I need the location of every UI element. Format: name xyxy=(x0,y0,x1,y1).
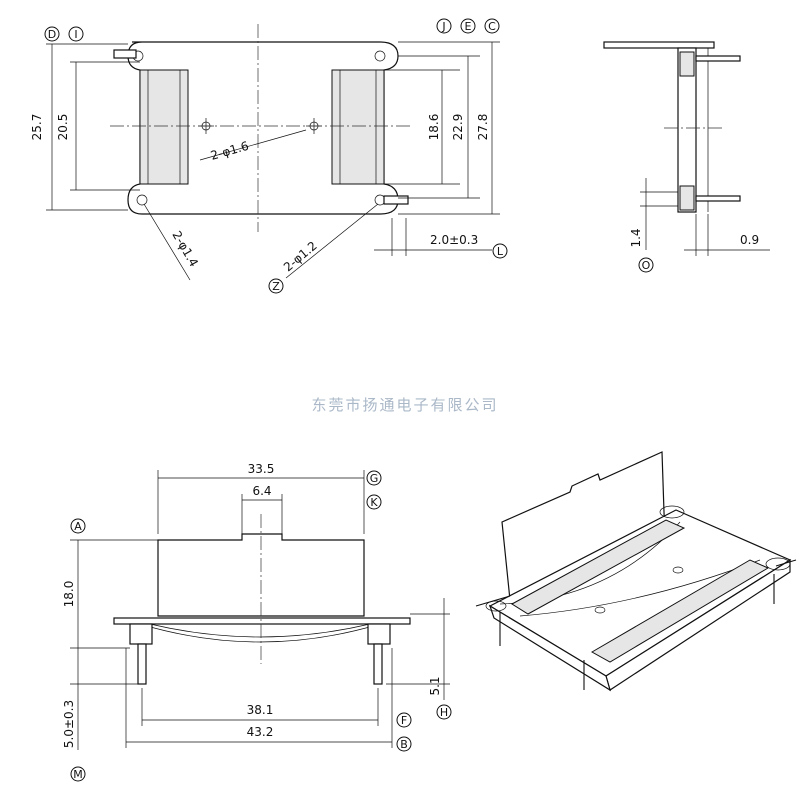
dim-25-7: 25.7 xyxy=(30,114,44,141)
label-h: H xyxy=(440,706,448,719)
label-a: A xyxy=(74,520,82,533)
dim-27-8: 27.8 xyxy=(476,114,490,141)
label-d: D xyxy=(48,28,56,41)
label-k: K xyxy=(370,496,378,509)
label-c: C xyxy=(488,20,496,33)
label-m: M xyxy=(73,768,83,781)
dim-20-5: 20.5 xyxy=(56,114,70,141)
dim-18-6: 18.6 xyxy=(427,114,441,141)
front-view: 33.5 6.4 18.0 5.0±0.3 5.1 38.1 43.2 G K … xyxy=(62,462,452,782)
dim-38-1: 38.1 xyxy=(247,703,274,717)
label-j: J xyxy=(441,20,445,33)
label-o: O xyxy=(642,259,651,272)
left-contact xyxy=(139,69,189,185)
right-contact xyxy=(331,69,385,185)
label-z: Z xyxy=(272,280,280,293)
pin-top-left xyxy=(113,49,137,59)
side-top-plate xyxy=(603,41,715,49)
pin-bottom-right xyxy=(383,195,409,205)
dim-2-0: 2.0±0.3 xyxy=(430,233,478,247)
plan-view: 25.7 20.5 2-φ1.6 18.6 22.9 27.8 2-φ1.4 2… xyxy=(30,18,508,294)
side-body xyxy=(677,47,697,213)
front-pin-left xyxy=(137,643,147,685)
dim-5-1: 5.1 xyxy=(428,676,442,695)
watermark-company: 东莞市扬通电子有限公司 xyxy=(311,396,498,414)
dim-5-0: 5.0±0.3 xyxy=(62,700,76,748)
dim-22-9: 22.9 xyxy=(451,114,465,141)
dim-43-2: 43.2 xyxy=(247,725,274,739)
isometric-view xyxy=(475,451,797,692)
front-pin-right xyxy=(373,643,383,685)
label-g: G xyxy=(370,472,379,485)
label-b: B xyxy=(400,738,408,751)
label-l: L xyxy=(497,245,504,258)
dim-2-phi1-4: 2-φ1.4 xyxy=(169,229,201,270)
dim-6-4: 6.4 xyxy=(252,484,271,498)
front-base-rail xyxy=(113,617,411,625)
side-view: 1.4 O 0.9 xyxy=(603,41,770,273)
dim-0-9: 0.9 xyxy=(740,233,759,247)
dim-1-4: 1.4 xyxy=(629,228,643,247)
label-i: I xyxy=(74,28,77,41)
dim-18-0: 18.0 xyxy=(62,581,76,608)
label-f: F xyxy=(401,714,407,727)
dim-33-5: 33.5 xyxy=(248,462,275,476)
label-e: E xyxy=(465,20,472,33)
side-pin-bottom xyxy=(695,195,741,202)
dim-2-phi1-2: 2-φ1.2 xyxy=(281,239,320,275)
side-pin-top xyxy=(695,55,741,62)
iso-right-contact xyxy=(590,559,770,663)
iso-left-contact xyxy=(511,519,686,615)
